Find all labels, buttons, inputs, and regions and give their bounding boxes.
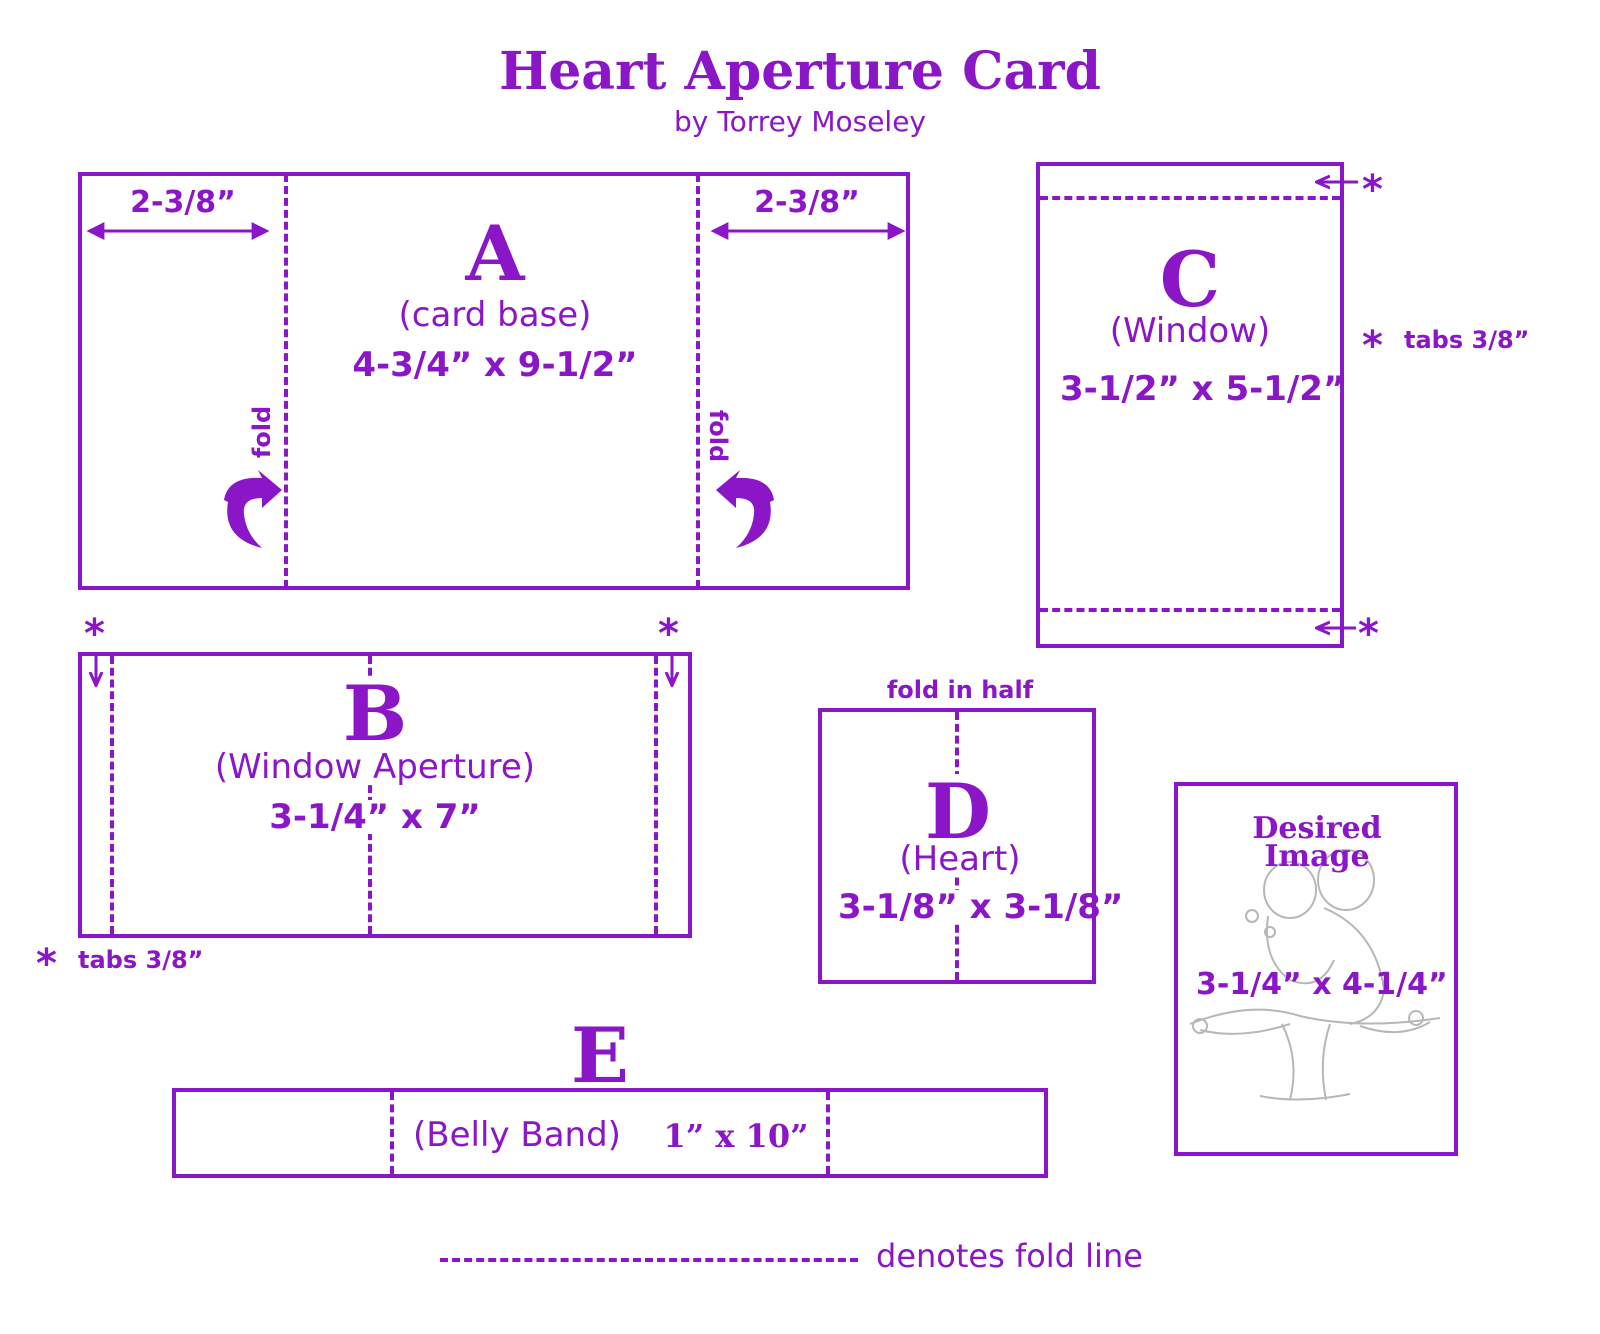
panel-b-left-tab-star: *: [84, 611, 105, 657]
panel-d-name: (Heart): [885, 842, 1035, 876]
panel-d-size: 3-1/8” x 3-1/8”: [838, 887, 1124, 927]
panel-b-letter: B: [315, 676, 435, 752]
panel-c-top-tab-star: *: [1362, 167, 1383, 213]
panel-b-center-fold-line: [368, 656, 372, 934]
panel-b-left-tab-line: [110, 656, 114, 934]
image-panel: [1174, 782, 1458, 1156]
image-panel-size: 3-1/4” x 4-1/4”: [1196, 967, 1448, 1002]
image-panel-title-line2: Image: [1264, 839, 1370, 874]
panel-c-bottom-tab-star: *: [1358, 611, 1379, 657]
panel-e-belly-band: [172, 1088, 1048, 1178]
panel-d-letter: D: [898, 774, 1018, 850]
image-panel-title-line1: Desired: [1252, 811, 1382, 846]
panel-a-size: 4-3/4” x 9-1/2”: [352, 345, 638, 385]
panel-e-size: 1” x 10”: [663, 1117, 809, 1155]
legend-fold-line-sample: [440, 1258, 858, 1262]
panel-b-right-tab-line: [654, 656, 658, 934]
panel-a-left-fold-curve: [224, 470, 282, 548]
panel-b-tab-note: tabs 3/8”: [78, 946, 204, 974]
panel-e-letter: E: [571, 1011, 629, 1100]
panel-a-right-dimension: 2-3/8”: [754, 185, 860, 220]
panel-a-name: (card base): [398, 295, 592, 335]
panel-a-left-dimension: 2-3/8”: [130, 185, 236, 220]
panel-a-right-fold-line: [696, 174, 700, 588]
panel-b-size: 3-1/4” x 7”: [260, 800, 490, 834]
panel-c-tab-note-star: *: [1362, 323, 1383, 369]
panel-b-right-tab-star: *: [658, 611, 679, 657]
panel-e-left-fold-line: [390, 1092, 394, 1174]
panel-a-letter: A: [465, 209, 525, 298]
panel-a-left-fold-line: [284, 174, 288, 588]
panel-e-name: (Belly Band): [413, 1115, 621, 1155]
panel-c-top-tab-line: [1040, 196, 1340, 200]
panel-c-bottom-tab-line: [1040, 608, 1340, 612]
panel-a-card-base: [78, 172, 910, 590]
panel-c-tab-note: tabs 3/8”: [1404, 326, 1530, 354]
panel-c-window: [1036, 162, 1344, 648]
panel-a-right-fold-curve: [716, 470, 774, 548]
panel-c-size: 3-1/2” x 5-1/2”: [1060, 369, 1346, 409]
legend-text: denotes fold line: [876, 1237, 1143, 1275]
panel-c-letter: C: [1159, 235, 1221, 324]
page-title: Heart Aperture Card: [499, 41, 1101, 102]
panel-b-tab-note-star: *: [36, 941, 57, 987]
panel-c-name: (Window): [1109, 311, 1271, 351]
panel-d-fold-note: fold in half: [886, 676, 1034, 704]
byline: by Torrey Moseley: [673, 105, 926, 138]
panel-b-name: (Window Aperture): [190, 750, 560, 784]
panel-e-right-fold-line: [826, 1092, 830, 1174]
